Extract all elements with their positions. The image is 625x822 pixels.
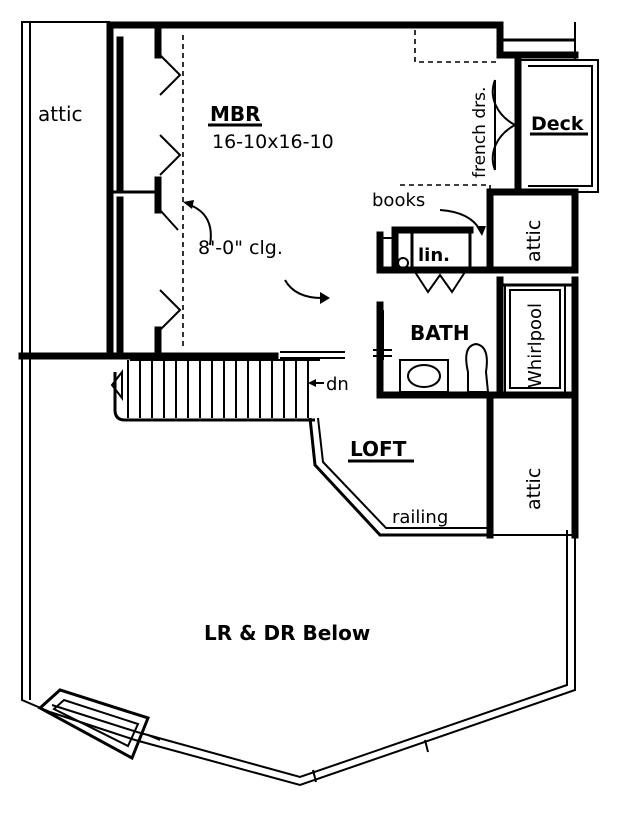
attic-right-bottom-label: attic: [523, 468, 545, 510]
bath-label: BATH: [410, 321, 470, 345]
loft-railing: [308, 417, 490, 537]
below-label: LR & DR Below: [204, 621, 370, 645]
mbr-walls: [18, 21, 504, 360]
stairs: [110, 351, 345, 422]
railing-label: railing: [392, 507, 448, 528]
deck-area: [414, 30, 599, 193]
annotation-arrows: [183, 200, 486, 387]
attic-left-label: attic: [38, 102, 83, 126]
whirlpool-label: Whirlpool: [525, 303, 546, 388]
down-label: dn: [326, 374, 349, 395]
outer-outline: [21, 21, 576, 787]
loft-label: LOFT: [350, 437, 407, 461]
mbr-size-label: 16-10x16-10: [212, 131, 334, 153]
linen-label: lin.: [418, 245, 450, 266]
ceiling-label: 8'-0" clg.: [198, 237, 283, 259]
french-doors-label: french drs.: [470, 87, 490, 178]
attic-bottom-right: [486, 396, 579, 539]
bay-window: [37, 688, 429, 783]
deck-label: Deck: [531, 113, 584, 135]
bath-block-walls: [373, 184, 579, 399]
room-labels: attic MBR 16-10x16-10 8'-0" clg. Deck fr…: [38, 87, 588, 645]
mbr-label: MBR: [210, 102, 261, 126]
books-label: books: [372, 190, 425, 211]
attic-right-top-label: attic: [523, 220, 545, 262]
